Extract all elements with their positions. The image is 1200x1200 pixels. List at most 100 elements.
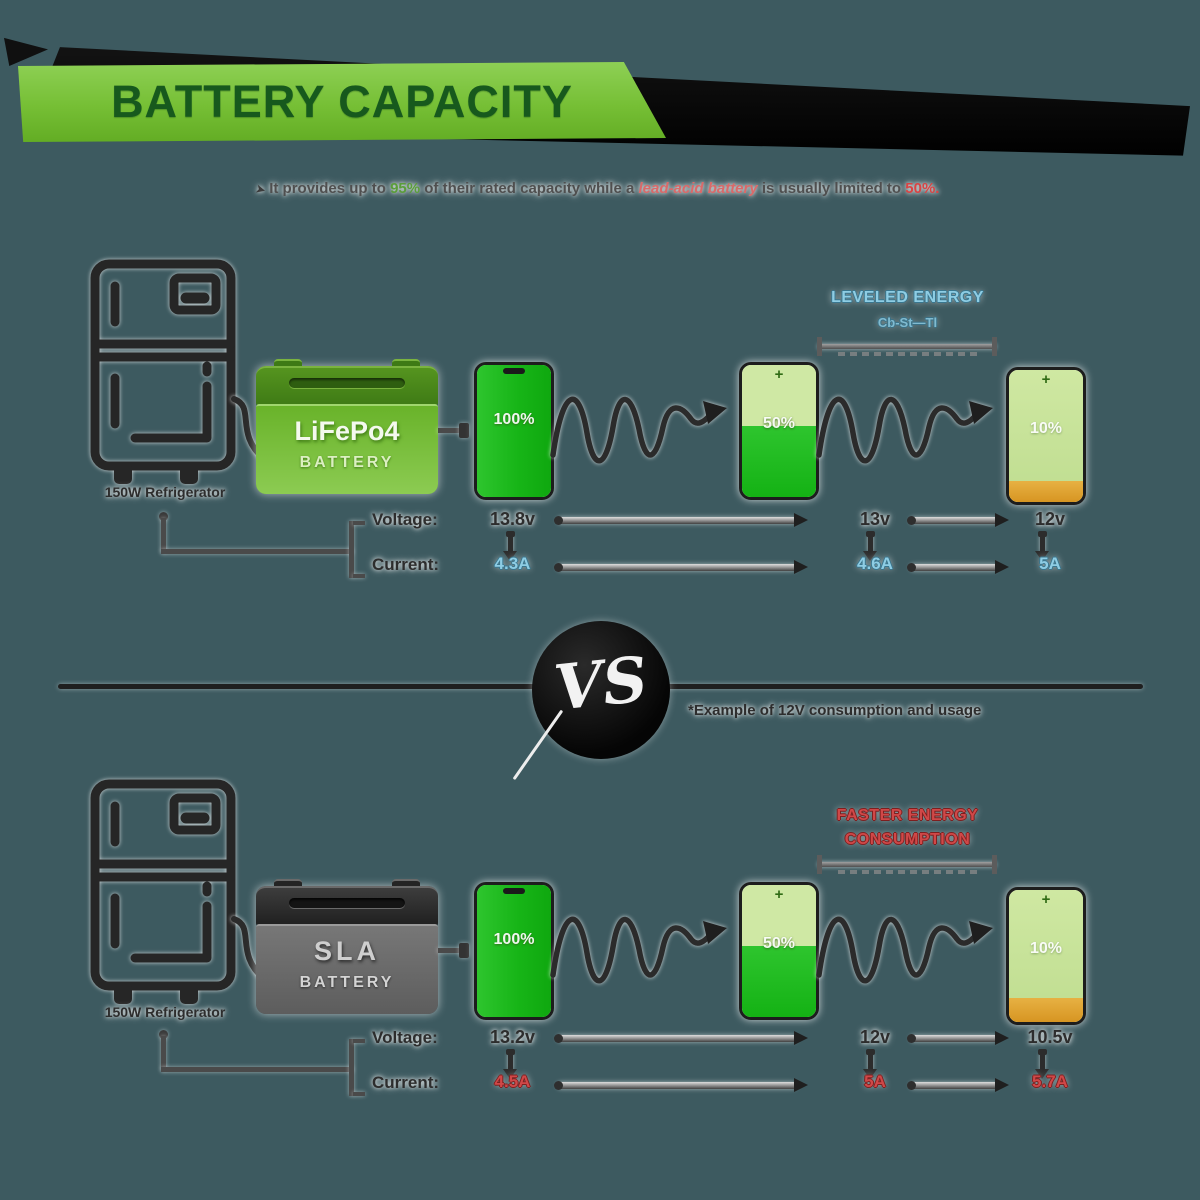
voltage-label: Voltage: bbox=[372, 1028, 438, 1047]
battery-percent-label: 10% bbox=[1029, 420, 1063, 437]
battery-name: SLA bbox=[314, 936, 380, 966]
refrigerator-caption: 150W Refrigerator bbox=[104, 484, 226, 500]
current-value: 5A bbox=[864, 1072, 886, 1091]
step-down-arrow-icon bbox=[863, 1049, 877, 1079]
plus-terminal-icon: + bbox=[1041, 371, 1051, 388]
leveled-energy-label: LEVELED ENERGY bbox=[831, 289, 984, 306]
step-down-arrow-icon bbox=[863, 531, 877, 561]
refrigerator-icon bbox=[90, 259, 236, 484]
step-down-arrow-icon bbox=[1035, 1049, 1049, 1079]
plus-terminal-icon: + bbox=[774, 886, 784, 903]
battery-percent-label: 50% bbox=[762, 415, 796, 432]
lifepo4-battery-icon: LiFePo4 BATTERY bbox=[256, 359, 438, 494]
battery-level-100-icon: 100% bbox=[474, 362, 554, 500]
battery-level-10-icon: + 10% bbox=[1006, 887, 1086, 1025]
vs-note: *Example of 12V consumption and usage bbox=[688, 702, 982, 719]
tick-ruler bbox=[838, 870, 978, 874]
current-label: Current: bbox=[372, 1073, 440, 1092]
connector-stub bbox=[353, 1039, 365, 1043]
connector-stub bbox=[353, 521, 365, 525]
plus-terminal-icon: + bbox=[774, 366, 784, 383]
squiggle-wire-icon bbox=[816, 916, 993, 984]
connector-stub bbox=[353, 574, 365, 578]
voltage-label: Voltage: bbox=[372, 510, 438, 529]
step-down-arrow-icon bbox=[1035, 531, 1049, 561]
squiggle-wire-icon bbox=[816, 396, 993, 464]
plug-wire bbox=[438, 428, 460, 433]
refrigerator-caption: 150W Refrigerator bbox=[104, 1004, 226, 1020]
battery-fill bbox=[742, 945, 816, 1017]
voltage-value: 13.8v bbox=[489, 509, 536, 529]
voltage-value: 10.5v bbox=[1027, 1027, 1073, 1047]
header-banner: BATTERY CAPACITY bbox=[18, 62, 666, 142]
current-value: 4.3A bbox=[494, 554, 531, 573]
subtitle-lead-acid: lead-acid battery bbox=[638, 180, 758, 197]
flow-arrow bbox=[907, 1031, 1009, 1045]
battery-fill bbox=[477, 885, 551, 1017]
battery-sub-name: BATTERY bbox=[299, 454, 395, 471]
plug-wire bbox=[438, 948, 460, 953]
subtitle-middle: of their rated capacity while a bbox=[420, 180, 639, 197]
voltage-value: 12v bbox=[1034, 509, 1066, 529]
squiggle-wire-icon bbox=[550, 916, 727, 984]
battery-fill-low bbox=[1009, 998, 1083, 1022]
battery-fill bbox=[742, 425, 816, 497]
step-down-arrow-icon bbox=[503, 531, 517, 561]
battery-sub-name: BATTERY bbox=[299, 974, 395, 991]
battery-handle-slot bbox=[288, 378, 406, 388]
battery-fill-empty bbox=[742, 365, 816, 426]
flow-arrow bbox=[554, 513, 808, 527]
subtitle: ➤It provides up to 95% of their rated ca… bbox=[254, 180, 1136, 197]
flow-arrow bbox=[554, 1031, 808, 1045]
sla-battery-icon: SLA BATTERY bbox=[256, 879, 438, 1014]
connector-dot bbox=[159, 1030, 168, 1039]
subtitle-tail: is usually limited to bbox=[757, 180, 906, 197]
connector-stub bbox=[353, 1092, 365, 1096]
current-value: 5.7A bbox=[1032, 1072, 1068, 1091]
flow-arrow bbox=[554, 1078, 808, 1092]
flow-arrow bbox=[907, 560, 1009, 574]
squiggle-wire-icon bbox=[550, 396, 727, 464]
connector-dot bbox=[159, 512, 168, 521]
connector-bracket bbox=[349, 521, 354, 578]
battery-level-50-icon: + 50% bbox=[739, 362, 819, 500]
vs-badge: VS bbox=[512, 621, 670, 781]
battery-body bbox=[256, 404, 438, 494]
faster-energy-label: FASTER ENERGY bbox=[836, 807, 979, 824]
plug-icon bbox=[459, 423, 469, 438]
corner-accent-shape bbox=[4, 37, 48, 66]
current-value: 4.5A bbox=[494, 1072, 531, 1091]
step-down-arrow-icon bbox=[503, 1049, 517, 1079]
battery-percent-label: 50% bbox=[762, 935, 796, 952]
flow-arrow bbox=[907, 513, 1009, 527]
battery-level-10-icon: + 10% bbox=[1006, 367, 1086, 505]
current-value: 4.6A bbox=[857, 554, 893, 573]
subtitle-prefix: It provides up to bbox=[269, 180, 391, 197]
battery-fill-empty bbox=[1009, 370, 1083, 502]
battery-level-100-icon: 100% bbox=[474, 882, 554, 1020]
battery-notch bbox=[503, 888, 525, 894]
voltage-value: 13.2v bbox=[489, 1027, 536, 1047]
battery-name: LiFePo4 bbox=[294, 416, 400, 446]
connector-line bbox=[161, 518, 166, 552]
vs-label: VS bbox=[550, 642, 651, 725]
battery-fill bbox=[477, 365, 551, 497]
connector-bracket bbox=[349, 1039, 354, 1096]
battery-level-50-icon: + 50% bbox=[739, 882, 819, 1020]
battery-percent-label: 100% bbox=[493, 411, 535, 428]
refrigerator-icon bbox=[90, 779, 236, 1004]
battery-percent-label: 100% bbox=[493, 931, 535, 948]
page-title: BATTERY CAPACITY bbox=[111, 76, 573, 127]
flow-arrow bbox=[907, 1078, 1009, 1092]
battery-fill-low bbox=[1009, 480, 1083, 502]
current-value: 5A bbox=[1039, 554, 1061, 573]
subtitle-sla-percent: 50%. bbox=[905, 180, 940, 197]
connector-line bbox=[161, 1036, 166, 1070]
current-label: Current: bbox=[372, 555, 440, 574]
battery-handle-slot bbox=[288, 898, 406, 908]
plug-icon bbox=[459, 943, 469, 958]
connector-line bbox=[161, 549, 353, 554]
tick-ruler bbox=[838, 352, 978, 356]
faster-energy-label-line2: CONSUMPTION bbox=[844, 831, 971, 848]
